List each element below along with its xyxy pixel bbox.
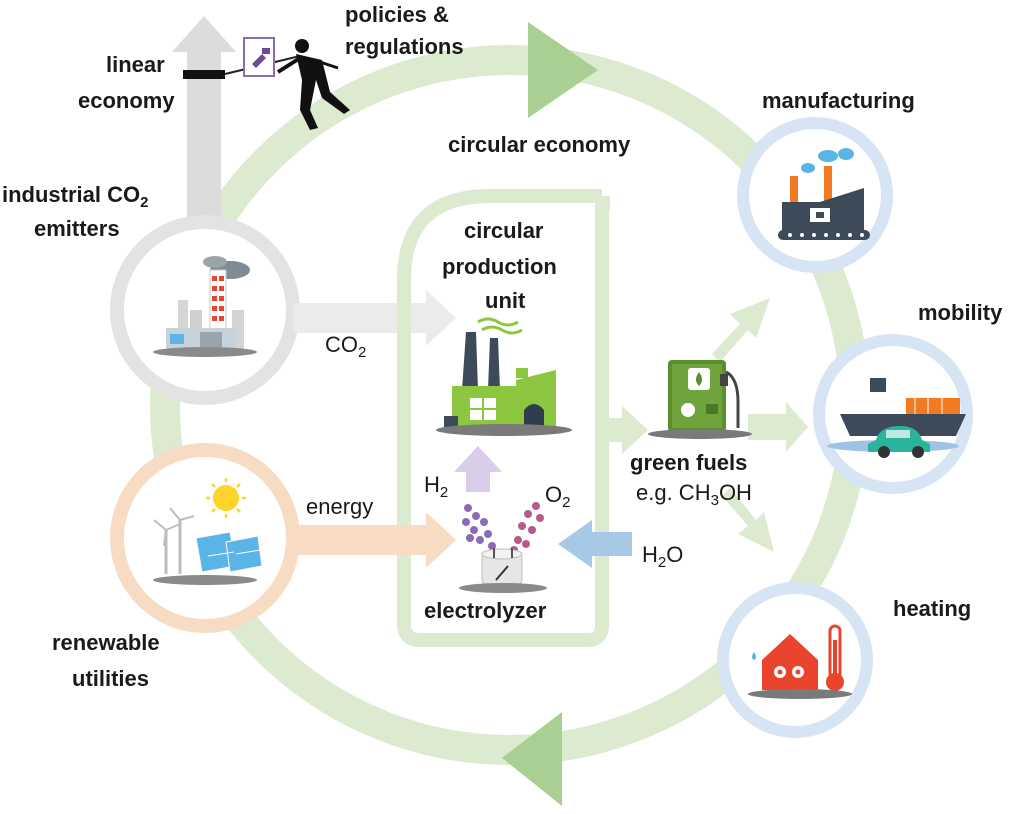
o2-label: O2 — [545, 482, 571, 511]
production-factory-icon — [436, 317, 572, 436]
heating-label: heating — [893, 596, 972, 621]
energy-arrow-shaft — [294, 525, 429, 555]
policy-figure-icon — [224, 37, 350, 130]
manufacturing-label: manufacturing — [762, 88, 915, 113]
output-arrow-head — [622, 406, 648, 454]
circular-economy-label: circular economy — [448, 132, 631, 157]
manufacturing-icon — [778, 148, 870, 240]
policies-label-line1: policies & — [345, 2, 449, 27]
production-unit-label-line3: unit — [485, 288, 526, 313]
green-fuels-example-label: e.g. CH3OH — [636, 480, 752, 509]
green-fuel-pump-icon — [648, 360, 752, 439]
renewable-utilities-label-line2: utilities — [72, 666, 150, 691]
h2-arrow-shaft — [466, 470, 490, 492]
linear-economy-arrowhead — [172, 16, 236, 52]
mobility-label: mobility — [918, 300, 1003, 325]
linear-economy-label-line2: economy — [78, 88, 175, 113]
heating-icon — [748, 624, 852, 699]
fuel-arrow-to-mobility-shaft — [748, 414, 788, 440]
electrolyzer-icon — [459, 502, 547, 593]
industrial-factory-icon — [153, 256, 257, 357]
fuel-arrow-to-heating — [722, 488, 774, 552]
electrolyzer-label: electrolyzer — [424, 598, 547, 623]
mobility-icon — [827, 378, 966, 458]
policies-label-line2: regulations — [345, 34, 464, 59]
linear-barrier-band — [183, 70, 225, 79]
output-arrow-shaft — [600, 418, 624, 442]
manufacturing-circle — [737, 117, 893, 273]
h2o-label: H2O — [642, 542, 684, 571]
co2-arrow-head — [426, 290, 456, 346]
cycle-arrowhead-top — [528, 22, 598, 118]
industrial-co2-label-line1: industrial CO2 — [2, 182, 149, 211]
fuel-arrow-to-mobility-head — [786, 402, 808, 452]
production-unit-loop-arrow — [596, 196, 610, 210]
production-unit-loop — [397, 189, 609, 647]
production-unit-label-line1: circular — [464, 218, 544, 243]
h2-label: H2 — [424, 472, 449, 501]
renewable-energy-icon — [153, 478, 263, 585]
energy-arrow-head — [426, 512, 456, 568]
energy-flow-label: energy — [306, 494, 374, 519]
green-fuels-label: green fuels — [630, 450, 748, 475]
linear-economy-label-line1: linear — [106, 52, 165, 77]
industrial-co2-label-line2: emitters — [34, 216, 120, 241]
renewable-utilities-label-line1: renewable — [52, 630, 160, 655]
fuel-arrow-to-manufacturing — [712, 298, 770, 362]
h2-arrow-head — [454, 446, 502, 472]
industrial-emitters-circle — [110, 215, 300, 405]
h2o-arrow-head — [558, 520, 592, 568]
cycle-arrowhead-bottom — [502, 712, 562, 806]
h2o-arrow-shaft — [590, 532, 632, 556]
co2-flow-label: CO2 — [325, 332, 367, 361]
linear-economy-shaft — [187, 50, 221, 240]
production-unit-label-line2: production — [442, 254, 557, 279]
